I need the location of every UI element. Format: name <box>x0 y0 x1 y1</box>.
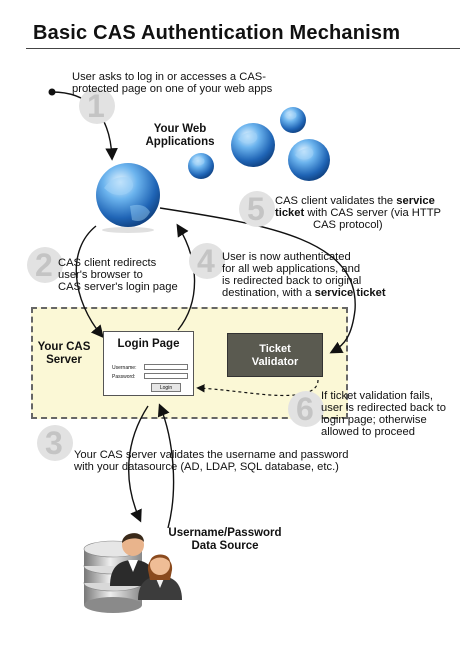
title-underline <box>26 48 460 49</box>
step-4-text-line-4: destination, with a service ticket <box>222 287 386 299</box>
step-5-text-line-2: ticket with CAS server (via HTTP <box>275 207 441 219</box>
step-5-bold-service: service <box>396 195 435 207</box>
step-3-badge <box>37 425 73 461</box>
step-2-text-line-3: CAS server's login page <box>58 281 178 293</box>
datasource-label-line-1: Username/Password <box>168 527 282 539</box>
password-field[interactable] <box>144 373 188 379</box>
web-app-globe-small-1 <box>188 153 214 179</box>
datasource-label-line-2: Data Source <box>191 540 259 552</box>
step-6-text-line-3: login page; otherwise <box>321 414 427 426</box>
web-apps-label-line-1: Your Web <box>153 123 207 135</box>
step-6-badge <box>288 391 324 427</box>
arrow-step-3-down <box>127 405 149 523</box>
step-5-text-line-1: CAS client validates the service <box>275 195 435 207</box>
arrow-step-2 <box>75 225 104 339</box>
step-5-badge <box>239 191 275 227</box>
arrow-step-6 <box>196 379 319 397</box>
arrow-step-3-up <box>157 403 175 529</box>
step-2-text-line-2: user's browser to <box>58 269 143 281</box>
login-page-box: Login Page Username: Password: Login <box>103 331 194 396</box>
ticket-validator-box: Ticket Validator <box>227 333 323 377</box>
ticket-validator-line-1: Ticket <box>259 343 291 355</box>
step-5-text-post: with CAS server (via HTTP <box>304 207 441 219</box>
step-4-text-line-2: for all web applications, and <box>222 263 361 275</box>
step-3-text-line-1: Your CAS server validates the username a… <box>74 449 349 461</box>
step-1-text-line-1: User asks to log in or accesses a CAS- <box>72 71 266 83</box>
username-label: Username: <box>112 365 137 371</box>
step-1-number: 1 <box>87 88 105 124</box>
step-5-number: 5 <box>247 191 265 227</box>
web-apps-label-line-2: Applications <box>145 136 215 148</box>
step-3-text-line-2: with your datasource (AD, LDAP, SQL data… <box>74 461 339 473</box>
step-4-badge <box>189 243 225 279</box>
step-5-text-line-3: CAS protocol) <box>313 219 383 231</box>
arrow-step-5 <box>159 207 356 354</box>
arrow-step-4 <box>176 223 196 331</box>
step-6-number: 6 <box>296 391 314 427</box>
ticket-validator-line-2: Validator <box>251 356 299 368</box>
cas-server-label-line-1: Your CAS <box>37 341 91 353</box>
step-2-text-line-1: CAS client redirects <box>58 257 157 269</box>
step-1-badge <box>79 88 115 124</box>
step-2-number: 2 <box>35 247 53 283</box>
username-field[interactable] <box>144 364 188 370</box>
step-5-text-pre: CAS client validates the <box>275 195 397 207</box>
main-web-app-globe <box>96 163 160 233</box>
step-4-bold-service-ticket: service ticket <box>314 287 386 299</box>
step-4-text-pre: destination, with a <box>222 287 315 299</box>
password-label: Password: <box>112 374 136 380</box>
step-6-text-line-1: If ticket validation fails, <box>321 390 433 402</box>
step-5-bold-ticket: ticket <box>275 207 305 219</box>
step-2-badge <box>27 247 63 283</box>
web-app-globe-small-4 <box>288 139 330 181</box>
step-4-number: 4 <box>197 243 215 279</box>
login-button[interactable]: Login <box>151 383 181 392</box>
step-3-number: 3 <box>45 425 63 461</box>
web-app-globe-small-2 <box>231 123 275 167</box>
step-6-text-line-2: user is redirected back to <box>321 402 446 414</box>
step-4-text-line-1: User is now authenticated <box>222 251 351 263</box>
web-app-globe-small-3 <box>280 107 306 133</box>
diagram-title: Basic CAS Authentication Mechanism <box>33 22 401 44</box>
step-6-text-line-4: allowed to proceed <box>321 426 415 438</box>
user-woman-icon <box>138 554 182 600</box>
step-4-text-line-3: is redirected back to original <box>222 275 362 287</box>
login-page-title: Login Page <box>117 338 180 350</box>
cas-server-label-line-2: Server <box>46 354 82 366</box>
user-man-icon <box>110 533 156 586</box>
step-1-text-line-2: protected page on one of your web apps <box>72 83 273 95</box>
